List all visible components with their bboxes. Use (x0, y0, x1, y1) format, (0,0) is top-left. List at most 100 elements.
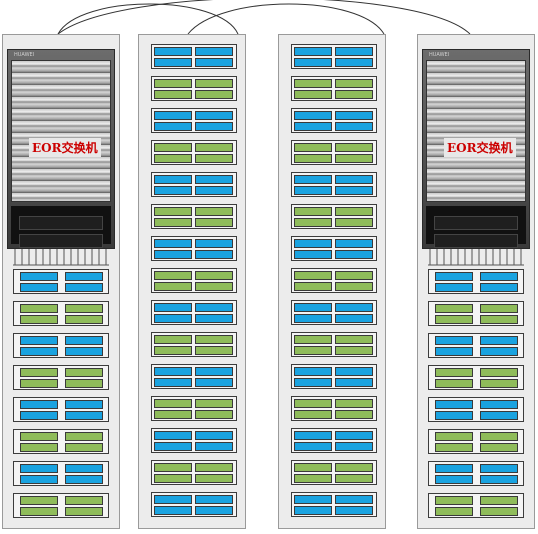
disk-bay (294, 474, 332, 483)
disk-bay (294, 271, 332, 280)
server-unit (428, 493, 524, 518)
disk-bay (65, 347, 103, 356)
fan-tray (434, 234, 518, 248)
disk-bay (335, 463, 373, 472)
disk-bay (65, 443, 103, 452)
disk-bay (154, 314, 192, 323)
disk-bay (335, 506, 373, 515)
disk-bay (195, 186, 233, 195)
server-unit (291, 140, 377, 165)
disk-bay (195, 442, 233, 451)
server-unit (291, 396, 377, 421)
server-unit (291, 204, 377, 229)
disk-bay (195, 207, 233, 216)
disk-bay (195, 175, 233, 184)
disk-bay (335, 410, 373, 419)
line-card-slots (11, 60, 111, 202)
server-rack-3 (278, 34, 386, 529)
server-unit (291, 76, 377, 101)
server-unit (291, 172, 377, 197)
server-unit (13, 493, 109, 518)
server-unit (13, 461, 109, 486)
disk-bay (20, 443, 58, 452)
disk-bay (65, 507, 103, 516)
disk-bay (294, 122, 332, 131)
disk-bay (154, 154, 192, 163)
fan-tray (434, 216, 518, 230)
disk-bay (65, 379, 103, 388)
server-unit (291, 268, 377, 293)
disk-bay (195, 399, 233, 408)
disk-bay (480, 475, 518, 484)
disk-bay (154, 175, 192, 184)
server-unit (291, 460, 377, 485)
disk-bay (195, 346, 233, 355)
server-unit (151, 492, 237, 517)
disk-bay (335, 399, 373, 408)
eor-rack-left: HUAWEI EOR交换机 (2, 34, 120, 529)
disk-bay (20, 507, 58, 516)
disk-bay (294, 506, 332, 515)
disk-bay (435, 464, 473, 473)
disk-bay (20, 411, 58, 420)
disk-bay (294, 399, 332, 408)
disk-bay (195, 154, 233, 163)
server-unit (151, 172, 237, 197)
disk-bay (435, 432, 473, 441)
disk-bay (154, 79, 192, 88)
disk-bay (154, 218, 192, 227)
disk-bay (195, 79, 233, 88)
disk-bay (335, 154, 373, 163)
disk-bay (195, 314, 233, 323)
disk-bay (65, 283, 103, 292)
disk-bay (480, 347, 518, 356)
server-unit (151, 460, 237, 485)
disk-bay (195, 111, 233, 120)
disk-bay (435, 283, 473, 292)
disk-bay (335, 282, 373, 291)
disk-bay (435, 475, 473, 484)
disk-bay (20, 315, 58, 324)
disk-bay (335, 367, 373, 376)
disk-bay (65, 315, 103, 324)
disk-bay (154, 303, 192, 312)
disk-bay (294, 47, 332, 56)
server-unit (151, 300, 237, 325)
disk-bay (335, 175, 373, 184)
disk-bay (195, 495, 233, 504)
eor-switch-label: EOR交换机 (29, 138, 101, 157)
disk-bay (294, 314, 332, 323)
switch-brand: HUAWEI (14, 52, 35, 58)
server-unit (151, 108, 237, 133)
disk-bay (195, 239, 233, 248)
server-unit (151, 140, 237, 165)
disk-bay (154, 143, 192, 152)
cable-rack1-rack3 (57, 3, 239, 35)
disk-bay (294, 154, 332, 163)
disk-bay (154, 47, 192, 56)
disk-bay (20, 368, 58, 377)
disk-bay (154, 250, 192, 259)
disk-bay (294, 335, 332, 344)
disk-bay (335, 431, 373, 440)
disk-bay (65, 432, 103, 441)
disk-bay (195, 335, 233, 344)
disk-bay (154, 186, 192, 195)
line-card-slots (426, 60, 526, 202)
disk-bay (20, 400, 58, 409)
disk-bay (195, 250, 233, 259)
disk-bay (294, 442, 332, 451)
disk-bay (195, 506, 233, 515)
server-unit (291, 44, 377, 69)
disk-bay (294, 239, 332, 248)
disk-bay (335, 47, 373, 56)
server-unit (151, 236, 237, 261)
disk-bay (435, 336, 473, 345)
server-unit (13, 365, 109, 390)
server-unit (151, 396, 237, 421)
disk-bay (294, 79, 332, 88)
server-unit (291, 108, 377, 133)
disk-bay (335, 346, 373, 355)
server-unit (428, 365, 524, 390)
disk-bay (195, 303, 233, 312)
